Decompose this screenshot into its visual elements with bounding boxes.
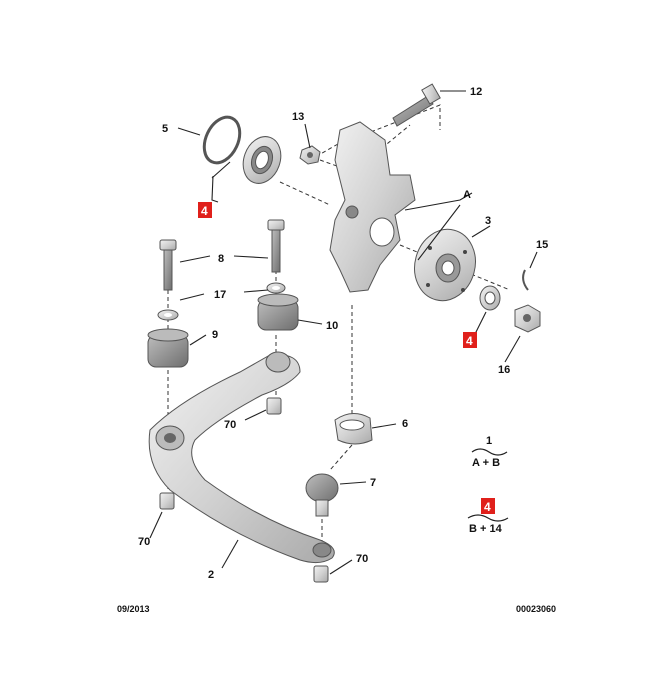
leader-lines xyxy=(149,90,538,575)
callout-3: 3 xyxy=(485,215,491,227)
steering-knuckle xyxy=(329,121,416,293)
footer-date: 09/2013 xyxy=(117,604,150,614)
callout-15: 15 xyxy=(536,239,548,251)
callout-8: 8 xyxy=(218,253,224,265)
ball-joint-7 xyxy=(305,473,339,517)
nut-70-a xyxy=(266,397,282,415)
nut-13 xyxy=(299,145,321,165)
callout-70-lower: 70 xyxy=(356,553,368,565)
legend-item-1: 1 A + B xyxy=(471,435,508,469)
callout-6: 6 xyxy=(402,418,408,430)
legend-1-bottom: A + B xyxy=(472,457,500,469)
callout-5: 5 xyxy=(162,123,168,135)
legend-4-top: 4 xyxy=(484,500,491,514)
bush-10 xyxy=(257,293,299,331)
callout-16: 16 xyxy=(498,364,510,376)
circlip-5 xyxy=(202,115,242,165)
callout-4-lower: 4 xyxy=(466,334,473,348)
washer-17-left xyxy=(157,309,179,321)
callout-12: 12 xyxy=(470,86,482,98)
callout-4-lower-highlight xyxy=(463,332,477,348)
legend-item-4: 4 B + 14 xyxy=(467,498,509,535)
washer-17-right xyxy=(266,282,286,294)
bearing-4 xyxy=(242,136,282,184)
nut-70-c xyxy=(313,565,329,583)
hub-3 xyxy=(414,228,476,302)
callout-4-top: 4 xyxy=(201,204,208,218)
clamp-6 xyxy=(334,413,373,445)
bearing-4-small xyxy=(479,285,501,311)
nut-16 xyxy=(514,304,541,333)
bolt-8-right xyxy=(267,219,285,273)
callout-2: 2 xyxy=(208,569,214,581)
wishbone-2 xyxy=(148,351,335,564)
legend-1-top: 1 xyxy=(486,435,492,447)
callout-70-left: 70 xyxy=(138,536,150,548)
legend-4-highlight xyxy=(481,498,495,514)
callout-A: A xyxy=(463,189,471,201)
footer-reference: 00023060 xyxy=(516,604,557,614)
nut-70-b xyxy=(159,492,175,510)
pin-15 xyxy=(522,269,529,291)
bush-9 xyxy=(147,328,189,368)
callout-10: 10 xyxy=(326,320,338,332)
bolt-12 xyxy=(392,83,441,127)
legend-4-bottom: B + 14 xyxy=(469,523,503,535)
callout-9: 9 xyxy=(212,329,218,341)
callout-70-upper: 70 xyxy=(224,419,236,431)
callout-13: 13 xyxy=(292,111,304,123)
callout-7: 7 xyxy=(370,477,376,489)
callout-17: 17 xyxy=(214,289,226,301)
callout-4-highlight xyxy=(198,202,212,218)
bolt-8-left xyxy=(159,239,177,291)
